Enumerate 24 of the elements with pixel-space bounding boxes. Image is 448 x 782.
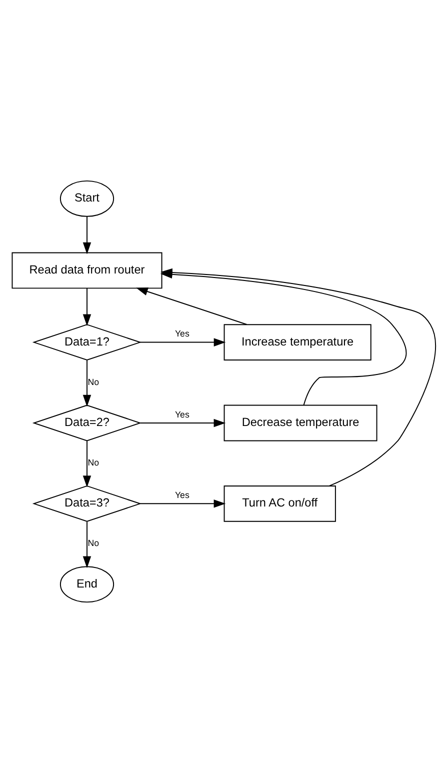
node-box: Decrease temperature [224,404,378,441]
arrow [82,440,92,487]
node-box: Increase temperature [224,324,372,360]
node-box: Read data from router [12,252,162,288]
edge-label: Yes [174,489,190,500]
edge-label: Yes [174,328,190,338]
node-diamond: Data=2? [32,404,142,441]
arrow [140,338,226,346]
edge-label: Yes [174,408,190,419]
node-diamond: Data=3? [32,484,142,522]
node-ellipse: Start [60,180,114,216]
arrow [140,499,226,508]
edge-label: No [88,456,100,467]
edge-label: No [88,376,100,386]
node-diamond: Data=1? [32,324,142,360]
edge-label: No [88,538,100,548]
arrow [82,359,92,406]
node-ellipse: End [60,566,114,602]
arrow [82,520,92,568]
arrow [82,216,92,254]
arrow [82,287,92,326]
arrow [140,418,226,427]
arrow [136,287,248,324]
node-box: Turn AC on/off [224,484,336,522]
